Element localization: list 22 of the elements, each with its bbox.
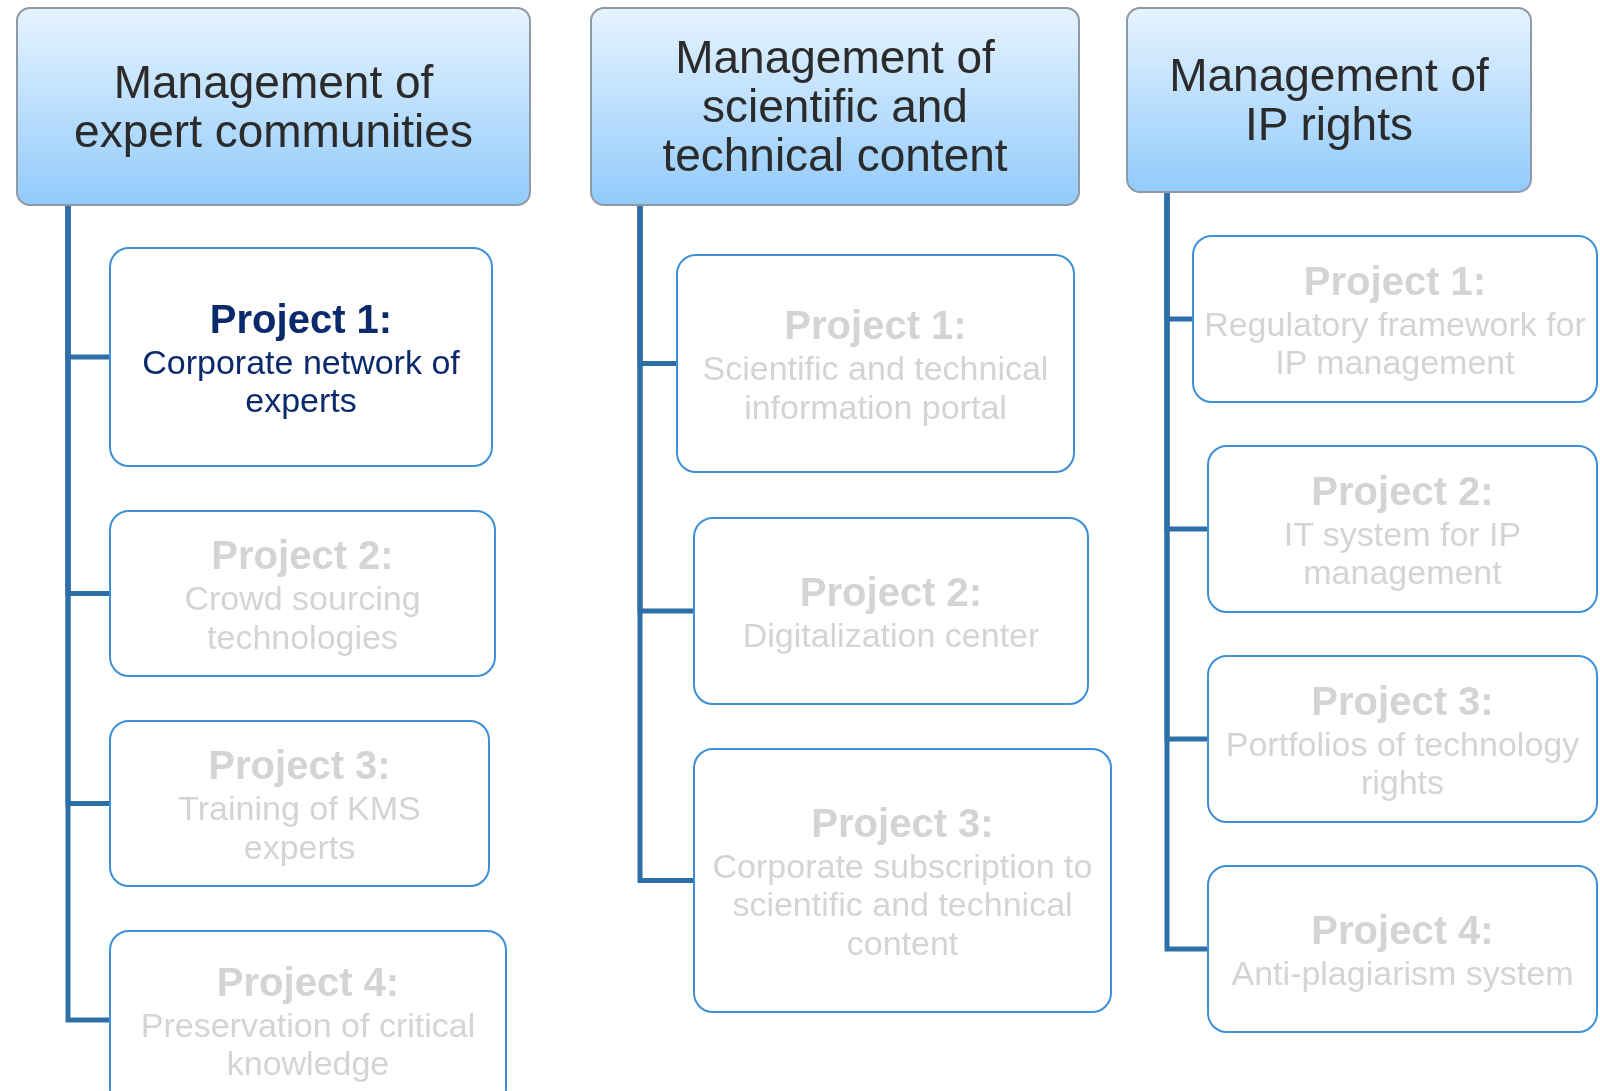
project-box: [1207, 445, 1598, 613]
project-box: [1192, 235, 1598, 403]
project-box: [676, 254, 1075, 473]
project-box: [693, 748, 1112, 1013]
project-box: [109, 930, 507, 1091]
header-text: Management of IP rights: [1168, 51, 1490, 149]
header-text: Management of scientific and technical content: [662, 33, 1008, 180]
project-title: Project 1:: [209, 295, 393, 343]
header-text: Management of expert communities: [73, 57, 474, 156]
project-box: [109, 247, 493, 467]
project-box: [693, 517, 1089, 705]
project-box: [1207, 655, 1598, 823]
connector-line: [65, 206, 109, 1023]
project-box: [109, 720, 490, 887]
category-header: [16, 7, 531, 206]
project-box: [1207, 865, 1598, 1033]
connector-line: [637, 206, 693, 883]
category-header: [1126, 7, 1532, 193]
project-box: [109, 510, 496, 677]
category-header: [590, 7, 1080, 206]
project-description: Corporate network of experts: [141, 342, 461, 420]
connector-line: [1164, 193, 1207, 952]
